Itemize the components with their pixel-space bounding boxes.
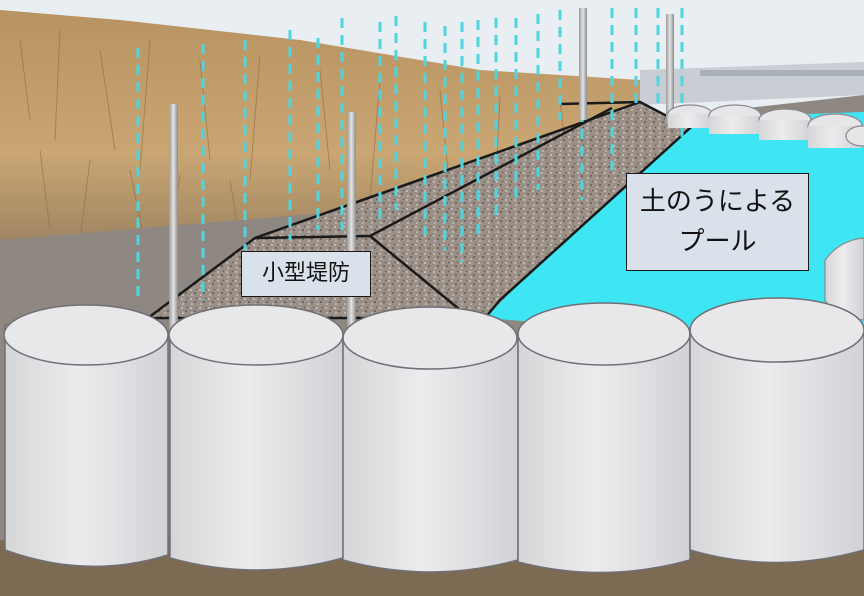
steel-pole bbox=[579, 8, 587, 120]
sandbag-3 bbox=[342, 306, 519, 573]
pool-label-line2: プール bbox=[678, 227, 757, 257]
levee-label: 小型堤防 bbox=[241, 251, 371, 297]
steel-pole bbox=[666, 14, 674, 124]
sandbag-5 bbox=[689, 297, 864, 564]
sandbag-4 bbox=[517, 302, 691, 574]
rim-sandbags bbox=[667, 104, 864, 148]
rain bbox=[136, 8, 684, 300]
levee-ridge-line-side bbox=[369, 235, 471, 319]
distant-bridge bbox=[700, 70, 864, 76]
sandbag-1 bbox=[3, 304, 169, 568]
sandbag-2 bbox=[168, 304, 344, 571]
levee-label-text: 小型堤防 bbox=[261, 261, 350, 286]
pool-label-line1: 土のうによる bbox=[639, 187, 796, 217]
pool-label: 土のうによる プール bbox=[626, 173, 809, 271]
steel-pole bbox=[347, 112, 356, 337]
levee-top-edge bbox=[559, 100, 641, 106]
steel-pole bbox=[169, 104, 178, 334]
